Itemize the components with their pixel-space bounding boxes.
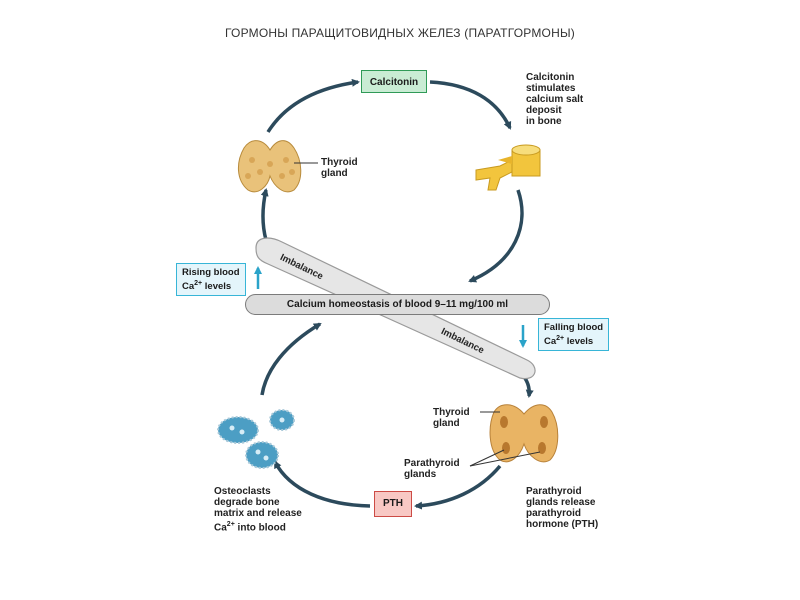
pth-box: PTH xyxy=(374,491,412,517)
thyroid-gland-icon xyxy=(238,140,318,193)
calcitonin-box: Calcitonin xyxy=(361,70,427,93)
thyroid-gland-label-top: Thyroid gland xyxy=(321,157,358,179)
arrow-thyroid-to-calcitonin xyxy=(266,78,360,133)
arrow-bone-to-homeostasis xyxy=(468,189,524,283)
parathyroid-gland-icon xyxy=(469,404,559,467)
calcitonin-effect-label: Calcitonin stimulates calcium salt depos… xyxy=(526,72,584,127)
osteoclast-icon xyxy=(217,409,295,469)
arrow-pth-to-osteoclasts xyxy=(273,460,371,508)
bone-icon xyxy=(475,144,541,191)
arrow-osteoclasts-to-homeostasis xyxy=(260,322,322,396)
parathyroid-effect-label: Parathyroid glands release parathyroid h… xyxy=(526,486,599,530)
falling-blood-box: Falling blood Ca2+ levels xyxy=(538,318,610,352)
parathyroid-glands-label: Parathyroid glands xyxy=(404,458,460,480)
homeostasis-bar: Calcium homeostasis of blood 9–11 mg/100… xyxy=(245,294,550,315)
arrow-parathyroid-to-pth xyxy=(414,464,502,510)
thyroid-gland-label-bottom: Thyroid gland xyxy=(433,407,470,429)
arrow-calcitonin-to-bone xyxy=(429,80,512,130)
page-title: ГОРМОНЫ ПАРАЩИТОВИДНЫХ ЖЕЛЕЗ (ПАРАТГОРМО… xyxy=(225,26,575,40)
arrow-imbalance-to-thyroid xyxy=(260,188,269,241)
rising-blood-box: Rising blood Ca2+ levels xyxy=(176,263,246,297)
osteoclasts-label: Osteoclasts degrade bone matrix and rele… xyxy=(214,486,302,534)
